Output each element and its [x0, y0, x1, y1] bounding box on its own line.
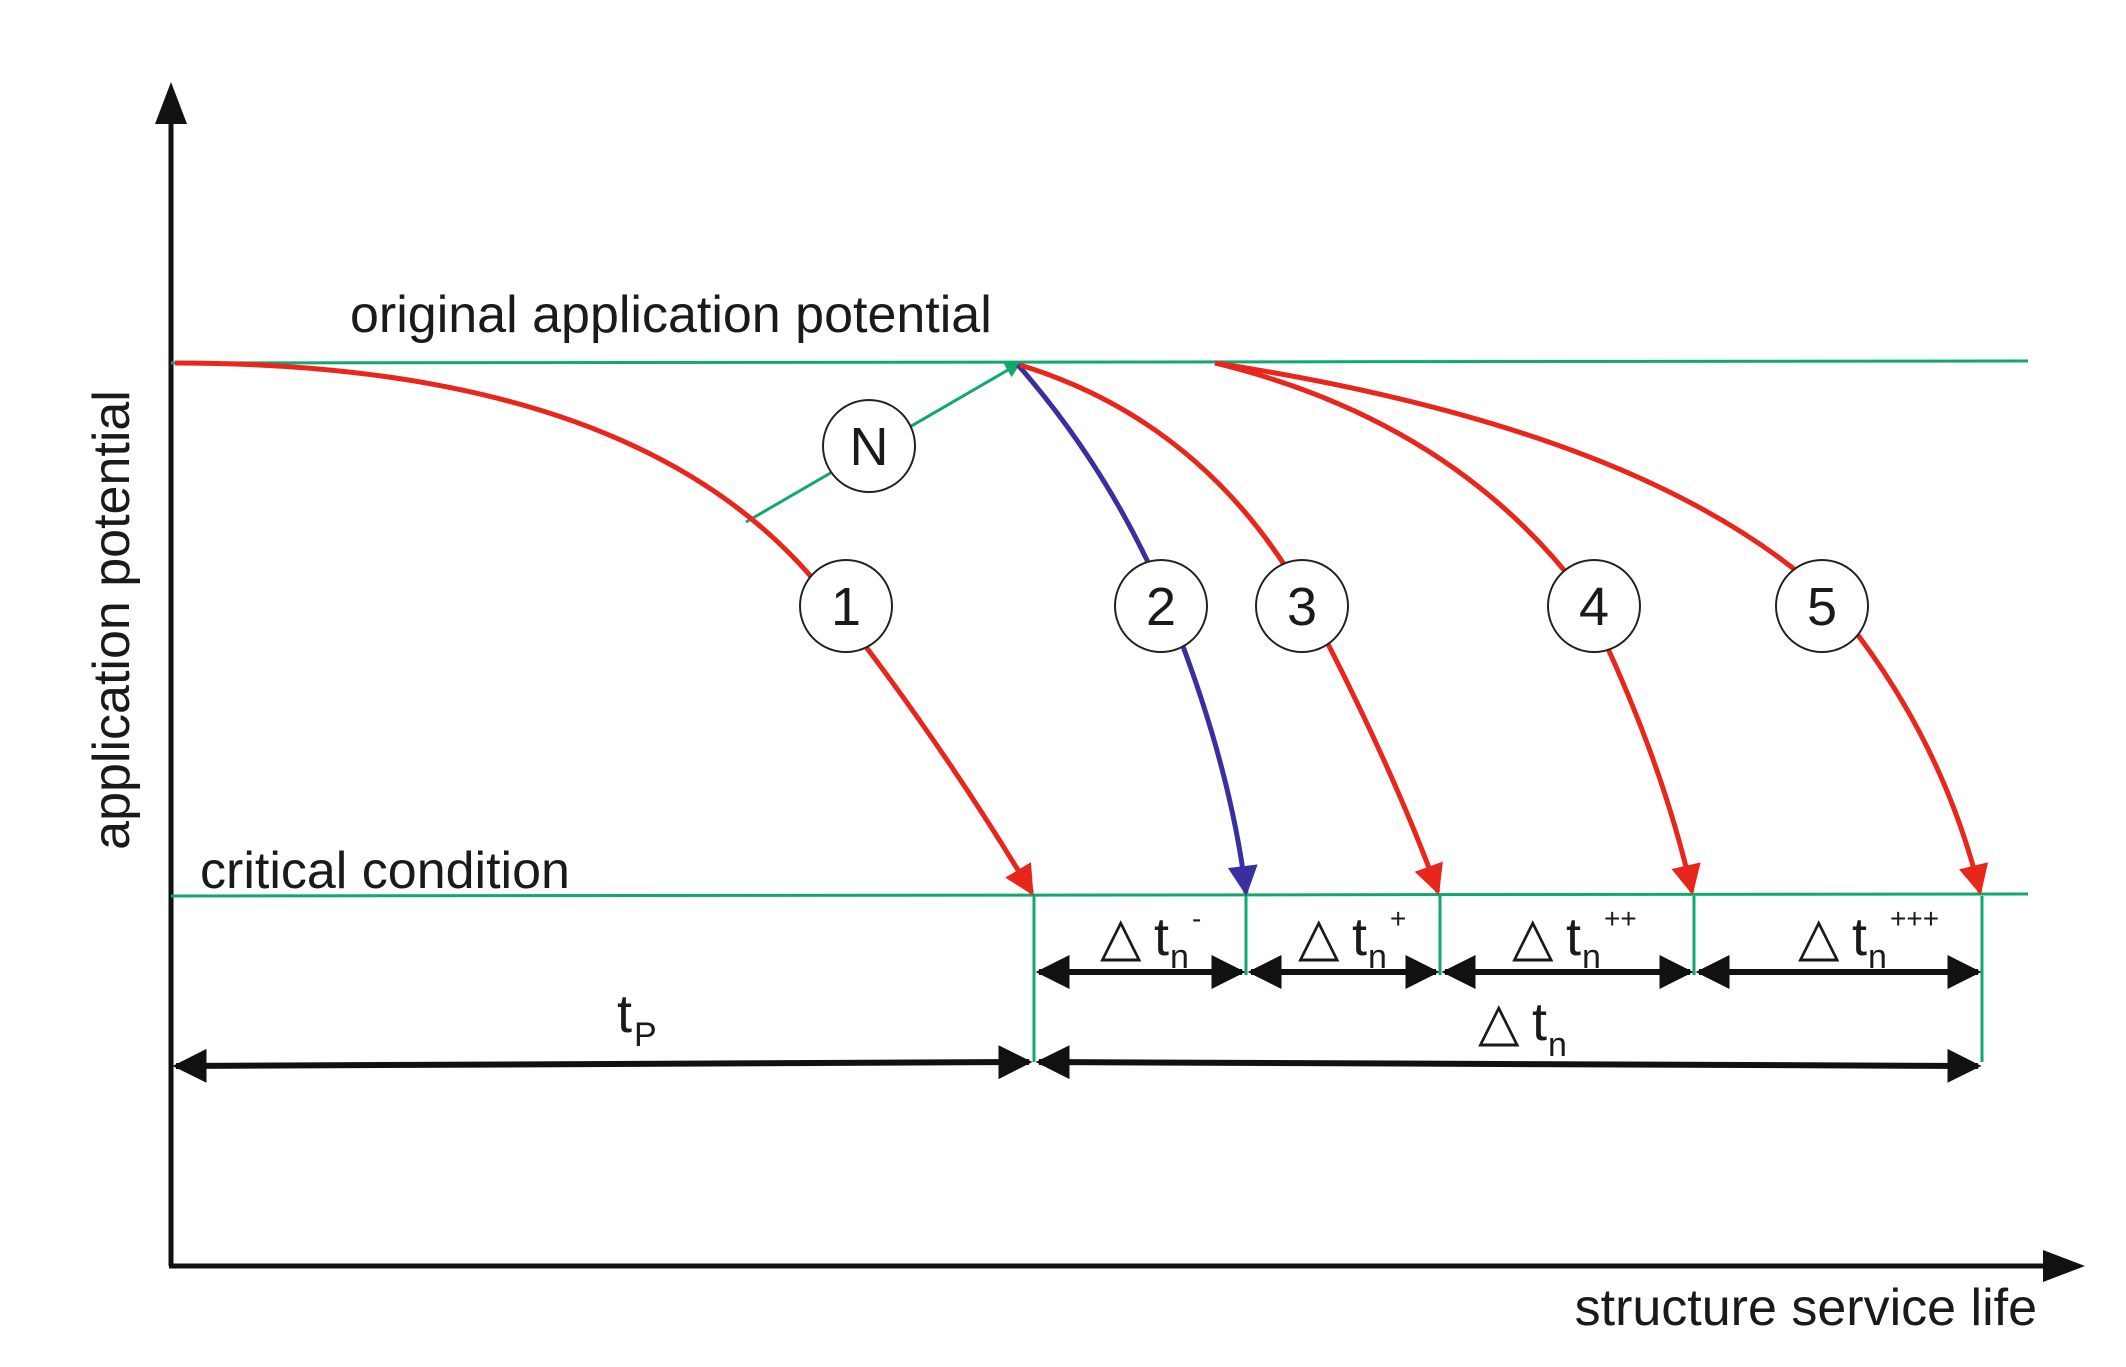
- label-dtn-minus-sub: n: [1170, 938, 1189, 976]
- arrow-tp: [172, 1045, 1033, 1083]
- label-dtn-3plus: △ t n +++: [1798, 903, 1939, 976]
- marker-4: 4: [1547, 559, 1641, 653]
- label-dtn-plus-sub: n: [1368, 938, 1387, 976]
- label-dtn-2plus-sup: ++: [1604, 903, 1637, 934]
- y-axis-label: application potential: [83, 390, 141, 850]
- label-dtn-plus-delta: △: [1298, 907, 1340, 967]
- label-dtn-plus-sup: +: [1390, 903, 1406, 934]
- curve-3: [1019, 362, 1443, 895]
- marker-5: 5: [1775, 559, 1869, 653]
- label-dtn-plus-t: t: [1352, 907, 1367, 967]
- label-dtn-3plus-sub: n: [1868, 938, 1887, 976]
- label-dtn-2plus-t: t: [1566, 907, 1581, 967]
- marker-N-circle: [822, 399, 916, 493]
- label-dtn-sub: n: [1548, 1026, 1567, 1064]
- marker-3-text: 3: [1287, 577, 1317, 637]
- critical-condition-label: critical condition: [200, 842, 570, 900]
- x-axis-label: structure service life: [1575, 1279, 2037, 1337]
- y-axis-arrowhead: [155, 82, 187, 124]
- label-tp-t: t: [617, 984, 632, 1044]
- label-dtn-3plus-sup: +++: [1890, 903, 1939, 934]
- marker-N: N: [822, 399, 916, 493]
- marker-3: 3: [1255, 559, 1349, 653]
- interval-arrows: [172, 955, 1982, 1083]
- arrow-dtn: [1035, 1045, 1982, 1083]
- marker-2-circle: [1114, 559, 1208, 653]
- label-dtn-minus-t: t: [1154, 907, 1169, 967]
- marker-1-circle: [799, 559, 893, 653]
- label-dtn-delta: △: [1478, 992, 1520, 1052]
- label-dtn: △ t n: [1478, 992, 1567, 1064]
- label-tp-sub: P: [634, 1016, 657, 1054]
- marker-4-text: 4: [1579, 577, 1609, 637]
- label-dtn-minus: △ t n -: [1100, 903, 1201, 976]
- label-dtn-t: t: [1532, 992, 1547, 1052]
- marker-5-text: 5: [1807, 577, 1837, 637]
- curve-5: [1214, 360, 1989, 895]
- label-dtn-3plus-delta: △: [1798, 907, 1840, 967]
- marker-4-circle: [1547, 559, 1641, 653]
- critical-condition-line: [170, 892, 2029, 898]
- original-potential-line: [170, 359, 2029, 365]
- marker-1-text: 1: [831, 577, 861, 637]
- curve-1: [174, 360, 1035, 896]
- label-dtn-2plus-delta: △: [1512, 907, 1554, 967]
- axes: [155, 82, 2085, 1282]
- marker-5-circle: [1775, 559, 1869, 653]
- label-dtn-minus-delta: △: [1100, 907, 1142, 967]
- x-axis-arrowhead: [2043, 1250, 2085, 1282]
- label-dtn-minus-sup: -: [1192, 903, 1201, 934]
- marker-3-circle: [1255, 559, 1349, 653]
- marker-2-text: 2: [1146, 577, 1176, 637]
- label-dtn-2plus-sub: n: [1582, 938, 1601, 976]
- label-tp: t P: [617, 984, 657, 1054]
- original-potential-label: original application potential: [350, 286, 992, 344]
- label-dtn-3plus-t: t: [1852, 907, 1867, 967]
- marker-1: 1: [799, 559, 893, 653]
- marker-N-text: N: [850, 417, 889, 477]
- interval-ticks: [1032, 896, 1984, 1062]
- label-dtn-2plus: △ t n ++: [1512, 903, 1637, 976]
- label-dtn-plus: △ t n +: [1298, 903, 1406, 976]
- marker-2: 2: [1114, 559, 1208, 653]
